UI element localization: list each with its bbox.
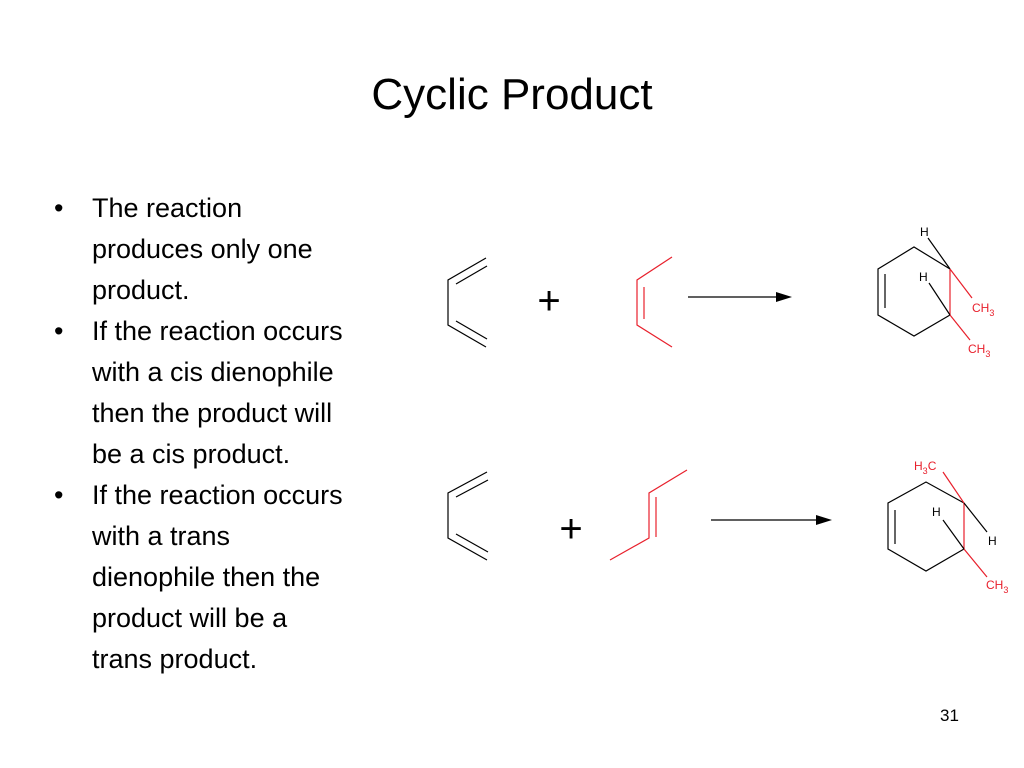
bullet-icon: •: [54, 193, 64, 223]
bullet-item: • The reaction produces only one product…: [52, 188, 422, 311]
bullet-line: product will be a: [92, 603, 288, 633]
butadiene-trans-row: [447, 471, 489, 561]
cis-dienophile: [636, 256, 673, 348]
page-number: 31: [940, 706, 959, 725]
trans-product: H3C H H CH3: [887, 459, 1008, 595]
bullet-line: dienophile then the: [92, 562, 321, 592]
trans-dienophile: [609, 469, 688, 561]
plus-sign: +: [559, 507, 582, 551]
ch3-label: CH3: [968, 342, 990, 359]
bullet-line: produces only one: [92, 234, 313, 264]
ch3-label: CH3: [986, 578, 1008, 595]
bullet-line: be a cis product.: [92, 439, 291, 469]
bullet-line: If the reaction occurs: [92, 316, 343, 346]
bullet-line: with a cis dienophile: [92, 357, 334, 387]
bullet-item: • If the reaction occurs with a cis dien…: [52, 311, 422, 475]
h-label: H: [988, 534, 997, 548]
bullet-list: • The reaction produces only one product…: [52, 188, 422, 680]
h-label: H: [920, 225, 929, 239]
bullet-icon: •: [54, 480, 64, 510]
slide-title: Cyclic Product: [371, 70, 653, 119]
bullet-line: The reaction: [92, 193, 243, 223]
cis-product: H H CH3 CH3: [877, 225, 994, 359]
bullet-line: with a trans: [92, 521, 231, 551]
h-label: H: [932, 505, 941, 519]
bullet-line: If the reaction occurs: [92, 480, 343, 510]
h-label: H: [919, 270, 928, 284]
bullet-line: trans product.: [92, 644, 258, 674]
ch3-label: CH3: [972, 301, 994, 318]
bullet-icon: •: [54, 316, 64, 346]
reaction-arrow: [711, 515, 832, 525]
reaction-arrow: [688, 292, 792, 302]
bullet-line: then the product will: [92, 398, 333, 428]
plus-sign: +: [537, 279, 560, 323]
h3c-label: H3C: [914, 459, 937, 476]
bullet-item: • If the reaction occurs with a trans di…: [52, 475, 422, 680]
bullet-line: product.: [92, 275, 190, 305]
butadiene-cis-row: [447, 257, 488, 348]
